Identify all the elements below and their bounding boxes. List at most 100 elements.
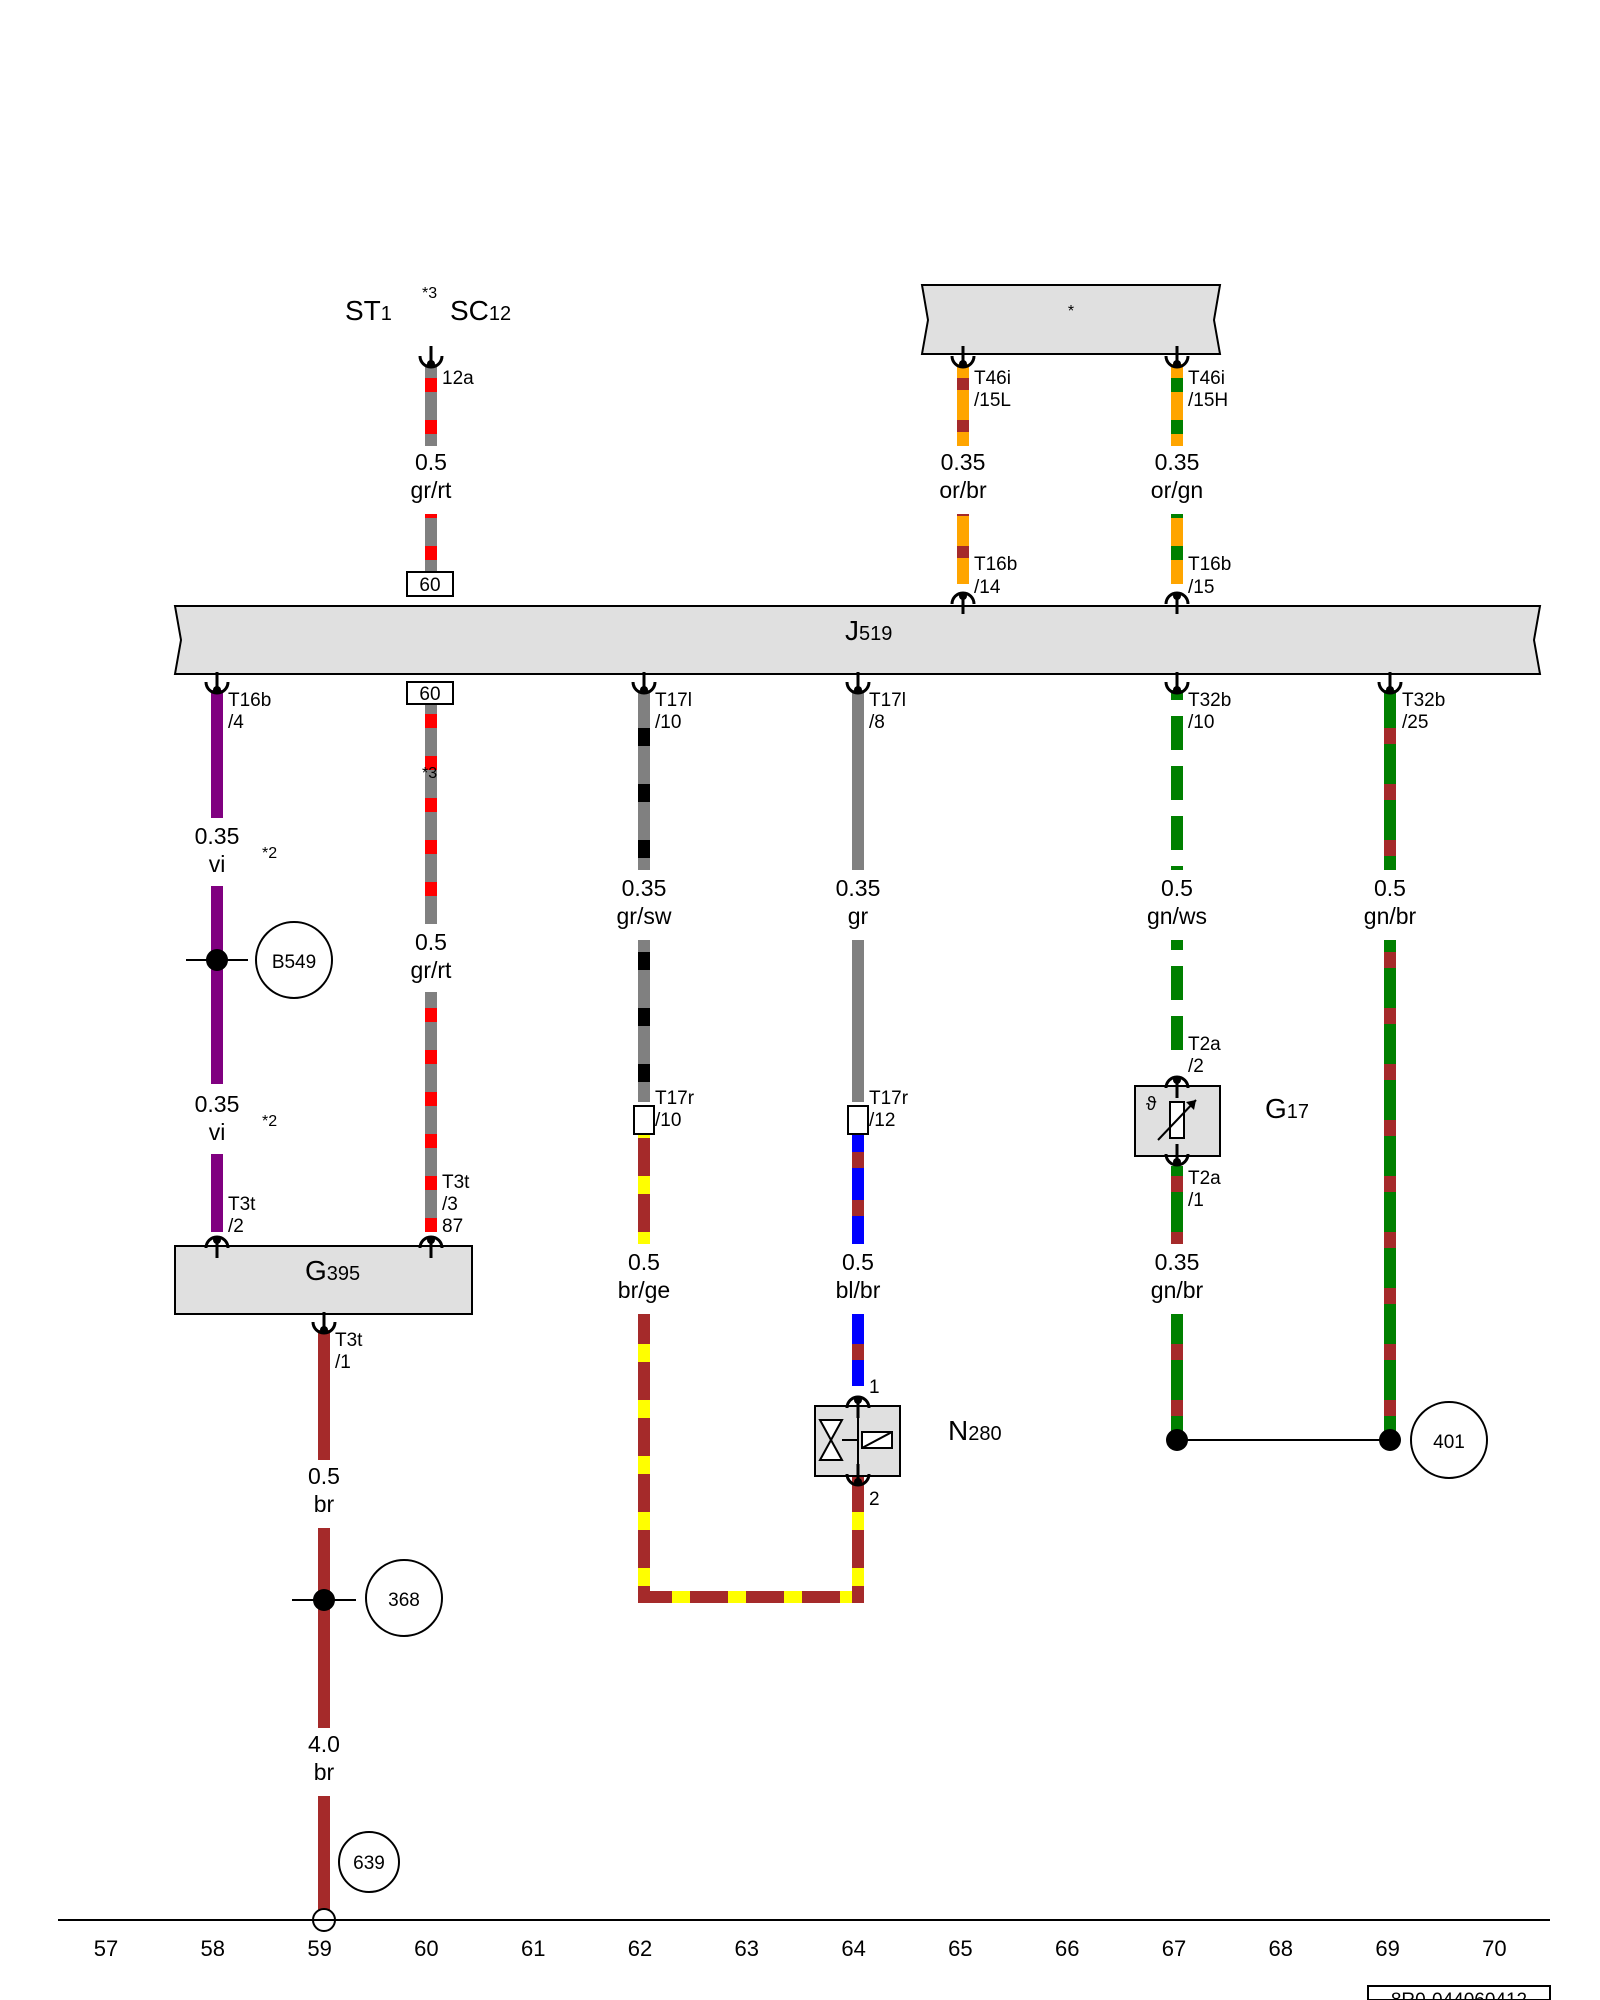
- g17-label: G17: [1265, 1093, 1309, 1124]
- ref-b549-circle[interactable]: [255, 921, 333, 999]
- wire-gn-br: [1171, 1166, 1183, 1244]
- ref-368-label: 368: [388, 1590, 420, 1611]
- axis-label: 69: [1375, 1936, 1399, 1961]
- wire-or-gn: [1171, 514, 1183, 584]
- thermistor-icon: ϑ: [1146, 1094, 1197, 1141]
- wire-size: 0.35: [195, 1091, 240, 1117]
- wires: [211, 364, 1396, 1916]
- wire-color: gn/ws: [1147, 903, 1207, 929]
- wire-labels: 0.5 gr/rt 0.35 or/br 0.35 or/gn 0.35 vi …: [195, 449, 1417, 1785]
- wire-br: [318, 1330, 330, 1460]
- t32b-25-pin: /25: [1402, 712, 1428, 733]
- wire-color: or/br: [939, 477, 987, 503]
- wire-or-br: [957, 364, 969, 446]
- t32b-25-label: T32b: [1402, 690, 1445, 711]
- ref-639-label: 639: [353, 1853, 385, 1874]
- pin-symbols: [204, 346, 1403, 1487]
- connector-pin-dot: [213, 1236, 221, 1244]
- axis-label: 61: [521, 1936, 545, 1961]
- top-box-label: *: [1068, 303, 1074, 320]
- wire-color: vi: [209, 1119, 226, 1145]
- ref-639-circle[interactable]: [338, 1831, 400, 1893]
- note-star3-wire: *3: [422, 765, 437, 782]
- wire-size: 0.5: [1374, 875, 1406, 901]
- wire-size: 0.35: [836, 875, 881, 901]
- wire-or-br: [957, 514, 969, 584]
- wire-bl-br: [852, 1314, 864, 1386]
- axis-label: 59: [307, 1936, 331, 1961]
- terminal-60-box: [406, 571, 454, 597]
- connector-pin-dot: [959, 592, 967, 600]
- wire-size: 0.35: [941, 449, 986, 475]
- top-box[interactable]: [920, 284, 1222, 355]
- wire-gn-br: [1384, 690, 1396, 870]
- wire-size: 0.35: [1155, 1249, 1200, 1275]
- t17l-8-pin: /8: [869, 712, 885, 733]
- axis-label: 66: [1055, 1936, 1079, 1961]
- axis-label: 67: [1162, 1936, 1186, 1961]
- connector-labels: 12a T46i /15L T46i /15H T16b /14 T16b /1…: [228, 368, 1445, 1510]
- axis-label: 58: [201, 1936, 225, 1961]
- t17l-10-pin: /10: [655, 712, 681, 733]
- n280-pin-2: 2: [869, 1489, 880, 1510]
- splice-point: [1166, 1429, 1188, 1451]
- wire-color: gn/br: [1151, 1277, 1204, 1303]
- t3t-2-label: T3t: [228, 1194, 256, 1215]
- axis-label: 64: [841, 1936, 865, 1961]
- ref-368-circle[interactable]: [365, 1559, 443, 1637]
- wire-gn-br: [1171, 1314, 1183, 1440]
- wire-size: 4.0: [308, 1731, 340, 1757]
- wire-size: 0.5: [415, 929, 447, 955]
- n280-label: N280: [948, 1415, 1002, 1446]
- t3t-1-label: T3t: [335, 1330, 363, 1351]
- connector-pin-dot: [213, 686, 221, 694]
- wire-color: vi: [209, 851, 226, 877]
- t17r-12-pin: /12: [869, 1110, 895, 1131]
- axis-label: 68: [1269, 1936, 1293, 1961]
- t16b-15-pin: /15: [1188, 577, 1214, 598]
- wire-br-ge: [852, 1476, 864, 1603]
- wire-color: br/ge: [618, 1277, 670, 1303]
- wire-gr-sw: [638, 940, 650, 1102]
- wire-color: or/gn: [1151, 477, 1203, 503]
- t17l-10-label: T17l: [655, 690, 692, 711]
- sc-label: SC12: [450, 295, 511, 326]
- ref-401-circle[interactable]: [1410, 1401, 1488, 1479]
- t17l-8-label: T17l: [869, 690, 906, 711]
- wire-br-ge: [638, 1314, 650, 1603]
- ref-b549-label: B549: [272, 952, 316, 973]
- t17r-10-label: T17r: [655, 1088, 695, 1109]
- t3t-1-pin: /1: [335, 1352, 351, 1373]
- t17r-12-connector: [847, 1105, 869, 1135]
- axis-label: 63: [735, 1936, 759, 1961]
- wire-color: gn/br: [1364, 903, 1417, 929]
- ref-401-label: 401: [1433, 1432, 1465, 1453]
- wire-br-ge: [638, 1130, 650, 1244]
- axis-label: 70: [1482, 1936, 1506, 1961]
- wire-color: bl/br: [836, 1277, 881, 1303]
- t2a-1-label: T2a: [1188, 1168, 1221, 1189]
- wire-gr: [852, 940, 864, 1102]
- t46i-15l-pin: /15L: [974, 390, 1011, 411]
- t17r-12-label: T17r: [869, 1088, 909, 1109]
- wire-gr: [852, 690, 864, 870]
- g395-label: G395: [305, 1255, 360, 1286]
- t46i-15h-pin: /15H: [1188, 390, 1228, 411]
- connector-pin-dot: [1173, 592, 1181, 600]
- solenoid-valve-icon: [818, 1412, 893, 1470]
- st-note: *3: [422, 285, 437, 302]
- connector-pin-dot: [427, 360, 435, 368]
- t32b-10-label: T32b: [1188, 690, 1231, 711]
- splice-point: [313, 1589, 335, 1611]
- wire-color: br: [314, 1491, 335, 1517]
- t16b-4-label: T16b: [228, 690, 271, 711]
- references: B549 368 639 401: [186, 921, 1488, 1932]
- wire-gn-br: [1384, 940, 1396, 1440]
- t3t-3-label: T3t: [442, 1172, 470, 1193]
- doc-id: 8R0-044060412: [1391, 1990, 1527, 2000]
- axis-label: 57: [94, 1936, 118, 1961]
- connector-pin-dot: [854, 1396, 862, 1404]
- j519-box[interactable]: [173, 605, 1542, 675]
